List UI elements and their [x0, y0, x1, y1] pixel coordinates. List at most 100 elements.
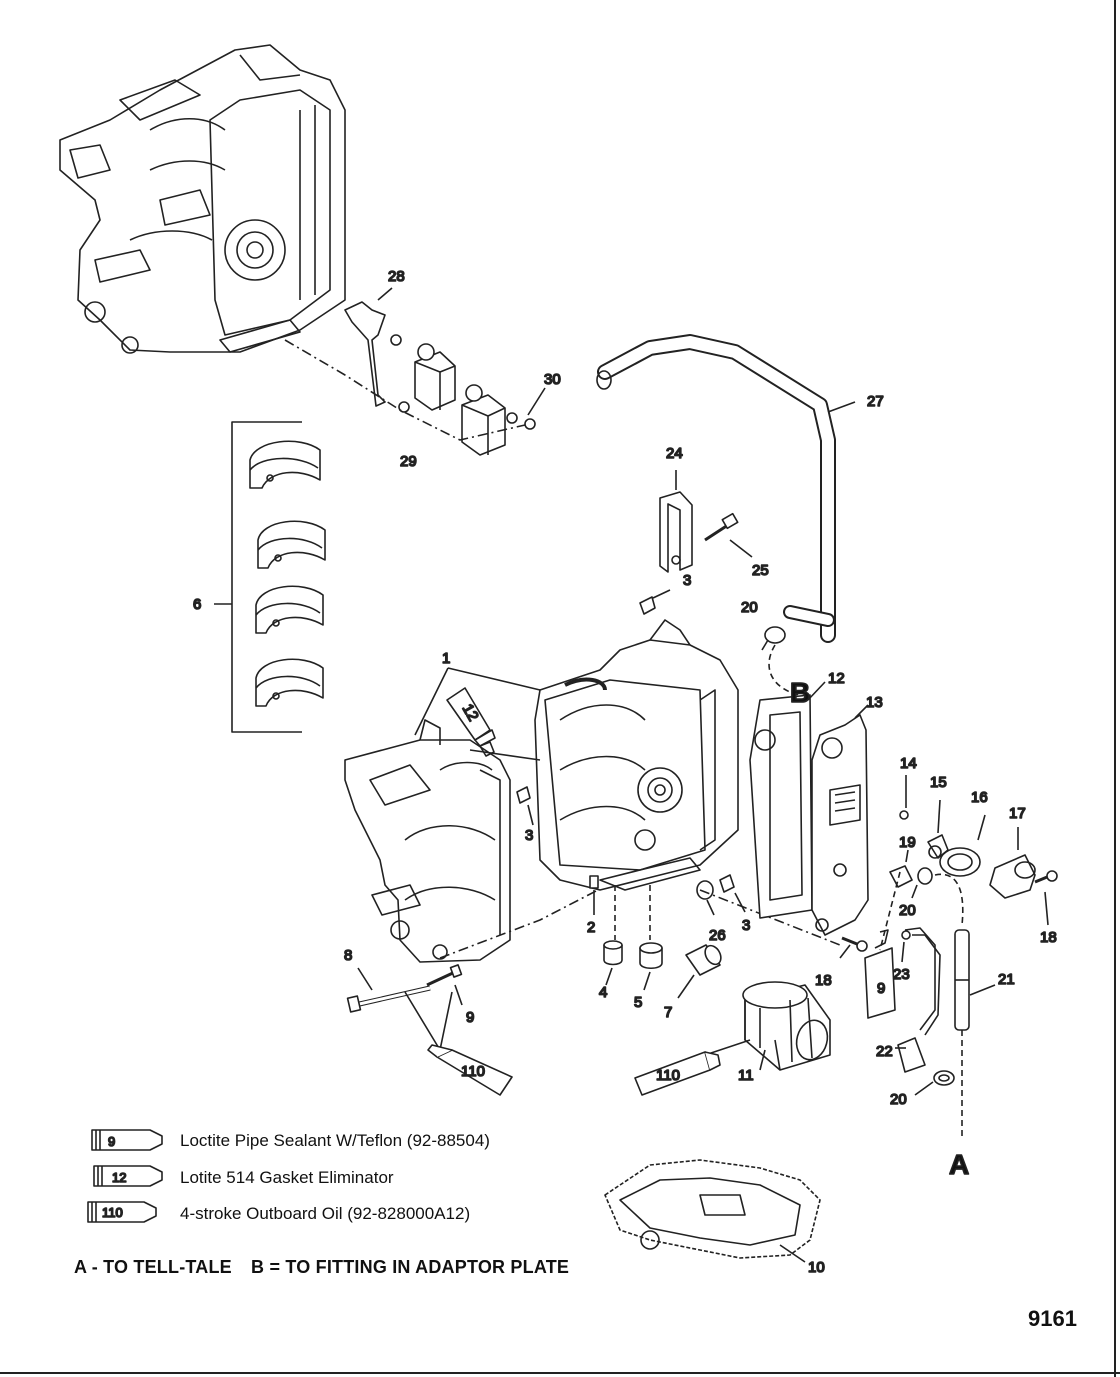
bearing-group-6: [214, 421, 326, 733]
callout-24: 24: [666, 445, 683, 462]
legend-item-oil: 4-stroke Outboard Oil (92-828000A12): [180, 1204, 471, 1223]
bracket-24: [659, 470, 693, 573]
cover-17: [989, 827, 1036, 899]
callout-3-right: 3: [742, 917, 750, 934]
callout-27: 27: [867, 393, 884, 410]
tube-9-applicator: [864, 929, 896, 1019]
gasket-12: [749, 681, 826, 919]
bushing-7: [677, 944, 722, 999]
leader-1: [414, 667, 541, 761]
callout-13: 13: [866, 694, 883, 711]
legend-tube-110-code: 110: [102, 1205, 123, 1220]
note-a: A - TO TELL-TALE: [74, 1257, 232, 1277]
callout-6: 6: [193, 596, 201, 613]
callout-29: 29: [400, 453, 417, 470]
sensor-29a: [414, 343, 456, 411]
callout-3-top: 3: [683, 572, 691, 589]
crankcase-right: [534, 619, 739, 891]
notes-line: A - TO TELL-TALE B = TO FITTING IN ADAPT…: [74, 1257, 583, 1278]
tube-110-right: [634, 1051, 721, 1096]
legend-tube-9: [91, 1129, 163, 1151]
leader-tube-110-left: [404, 991, 453, 1051]
screw-9: [426, 964, 463, 1006]
callout-18-right: 18: [1040, 929, 1057, 946]
callout-5: 5: [634, 994, 642, 1011]
o-ring-23: [901, 930, 911, 963]
screw-18-right: [1034, 870, 1058, 926]
callout-7: 7: [664, 1004, 672, 1021]
fitting-3-right: [719, 874, 746, 913]
bolt-25: [704, 512, 753, 558]
fitting-3-left: [516, 786, 534, 826]
leader-tube-110-right: [704, 1039, 751, 1056]
callout-11: 11: [738, 1067, 754, 1084]
callout-15: 15: [930, 774, 947, 791]
note-b: B = TO FITTING IN ADAPTOR PLATE: [251, 1257, 570, 1277]
o-ring-26: [696, 880, 715, 916]
callout-17: 17: [1009, 805, 1026, 822]
oil-filter-11: [742, 981, 831, 1071]
hose-21: [954, 929, 996, 1031]
legend-item-gasket-eliminator: Lotite 514 Gasket Eliminator: [180, 1168, 394, 1187]
leader-28: [377, 287, 393, 301]
callout-9: 9: [466, 1009, 474, 1026]
callout-20-upper: 20: [741, 599, 758, 616]
leader-27: [827, 401, 856, 413]
tube-110-left: [427, 1044, 513, 1096]
fitting-3-top: [639, 589, 671, 615]
page-frame-bottom: [0, 1372, 1120, 1374]
legend-tube-9-code: 9: [108, 1134, 115, 1149]
callout-3-left: 3: [525, 827, 533, 844]
clamp-20-lower: [914, 1070, 955, 1096]
callout-26: 26: [709, 927, 726, 944]
callout-20-lower: 20: [890, 1091, 907, 1108]
assembly-line-28: [284, 339, 526, 441]
top-cylinder-block: [59, 44, 346, 354]
elbow-19: [889, 849, 913, 888]
callout-4: 4: [599, 984, 607, 1001]
callout-22: 22: [876, 1043, 893, 1060]
screw-18-left: [839, 936, 868, 959]
bracket-28: [344, 301, 410, 413]
legend-tube-12-code: 12: [112, 1170, 126, 1185]
callout-16: 16: [971, 789, 988, 806]
damper-4: [603, 940, 623, 986]
figure-number: 9161: [1028, 1306, 1077, 1331]
dowel-2: [589, 875, 599, 915]
callout-2: 2: [587, 919, 595, 936]
bolt-8: [346, 967, 431, 1013]
gasket-16: [939, 814, 986, 877]
callout-14: 14: [900, 755, 917, 772]
leader-30: [527, 387, 546, 416]
tube-110-right-label: 110: [656, 1067, 680, 1084]
callout-18-left: 18: [815, 972, 832, 989]
sensor-29b: [461, 384, 536, 456]
callout-10: 10: [808, 1259, 825, 1276]
callout-28: 28: [388, 268, 405, 285]
callout-23: 23: [893, 966, 910, 983]
callout-21: 21: [998, 971, 1015, 988]
plate-13: [811, 704, 869, 936]
fitting-15: [927, 799, 949, 859]
damper-5: [639, 942, 663, 991]
callout-8: 8: [344, 947, 352, 964]
tube-9-label: 9: [877, 980, 885, 997]
legend-item-sealant: Loctite Pipe Sealant W/Teflon (92-88504): [180, 1131, 490, 1150]
callout-19: 19: [899, 834, 916, 851]
page-frame-right: [1114, 0, 1116, 1377]
callout-20-middle: 20: [899, 902, 916, 919]
callout-1: 1: [442, 650, 450, 667]
gasket-10: [604, 1159, 821, 1263]
marker-b: B: [790, 677, 810, 708]
clamp-20-upper: [761, 626, 786, 651]
sensor-22: [895, 927, 941, 1073]
callout-12-gasket: 12: [828, 670, 845, 687]
callout-30: 30: [544, 371, 561, 388]
legend-tube-110: [87, 1201, 157, 1223]
clamp-20-middle: [911, 867, 933, 899]
tube-12-applicator: [446, 687, 496, 757]
callout-25: 25: [752, 562, 769, 579]
plug-14: [899, 775, 909, 820]
legend-tube-12: [93, 1165, 163, 1187]
